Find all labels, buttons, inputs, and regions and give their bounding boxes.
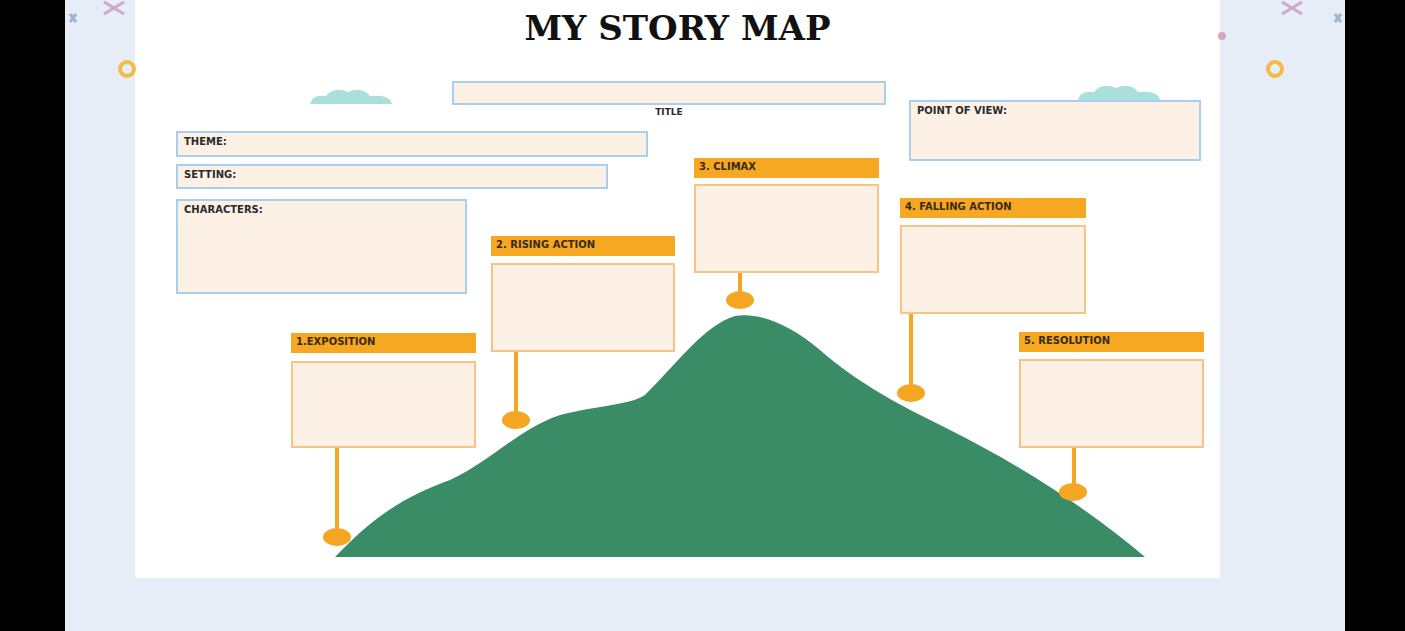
stage-heading: 5. RESOLUTION [1019,332,1204,352]
text-field-box: CHARACTERS: [176,199,467,294]
stage-writing-box [1019,359,1204,448]
stage-heading: 2. RISING ACTION [491,236,675,256]
field-label: CHARACTERS: [178,201,465,218]
stage-writing-box [694,184,879,273]
map-title: MY STORY MAP [135,8,1220,48]
title-field: TITLE [452,81,886,121]
text-field-box: POINT OF VIEW: [909,100,1201,161]
stage-heading: 3. CLIMAX [694,158,879,178]
title-input-box [452,81,886,105]
plot-stage-box: 2. RISING ACTION [491,236,675,352]
text-field-box: SETTING: [176,164,608,189]
field-label: TITLE [452,107,886,117]
stage-writing-box [900,225,1086,314]
plot-stage-box: 4. FALLING ACTION [900,198,1086,314]
stage-writing-box [491,263,675,352]
field-label: POINT OF VIEW: [911,102,1199,119]
stage-writing-box [291,361,476,448]
plot-stage-box: 1.EXPOSITION [291,333,476,448]
field-label: SETTING: [178,166,606,183]
plot-stage-box: 5. RESOLUTION [1019,332,1204,448]
plot-stage-box: 3. CLIMAX [694,158,879,273]
stage-heading: 4. FALLING ACTION [900,198,1086,218]
stage-heading: 1.EXPOSITION [291,333,476,353]
field-label: THEME: [178,133,646,150]
text-field-box: THEME: [176,131,648,157]
